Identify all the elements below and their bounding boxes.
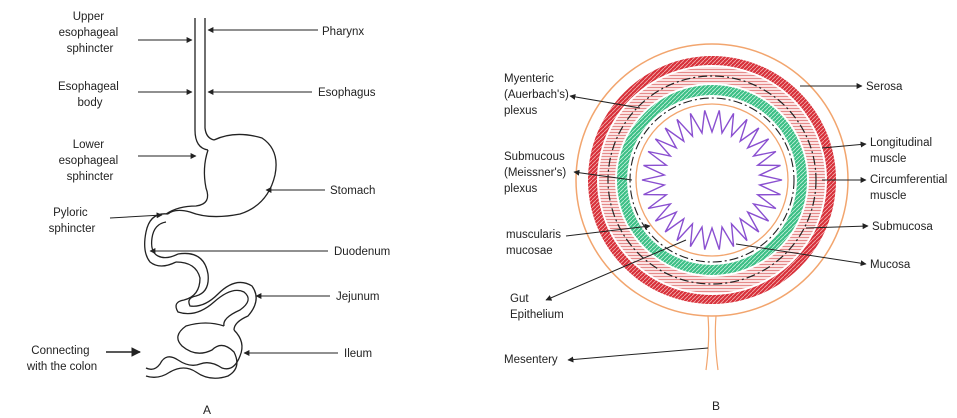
panel-a-letter: A <box>203 403 211 417</box>
label-serosa: Serosa <box>866 81 903 93</box>
label-esophageal-body: Esophageal body <box>58 81 122 109</box>
panel-a: Upper esophageal sphincter Esophageal bo… <box>26 11 390 417</box>
label-pharynx: Pharynx <box>322 26 364 38</box>
label-submucous-plexus: Submucous (Meissner's) plexus <box>504 151 569 195</box>
label-stomach: Stomach <box>330 185 375 197</box>
label-mucosa: Mucosa <box>870 259 911 271</box>
label-connecting-colon: Connecting with the colon <box>26 345 97 373</box>
label-myenteric-plexus: Myenteric (Auerbach's) plexus <box>504 73 572 117</box>
mesentery-stalk <box>706 316 718 370</box>
label-upper-sphincter: Upper esophageal sphincter <box>59 11 122 55</box>
label-duodenum: Duodenum <box>334 246 390 258</box>
arrow-mesentery <box>568 348 708 360</box>
label-jejunum: Jejunum <box>336 291 379 303</box>
label-muscularis-mucosae: muscularis mucosae <box>506 229 564 257</box>
gi-tract-outline <box>145 18 276 378</box>
panel-b-letter: B <box>712 399 720 413</box>
label-gut-epithelium: Gut Epithelium <box>510 293 564 321</box>
panel-b: Myenteric (Auerbach's) plexus Submucous … <box>504 44 951 413</box>
label-circumferential-muscle: Circumferential muscle <box>870 174 951 202</box>
label-ileum: Ileum <box>344 348 372 360</box>
label-esophagus: Esophagus <box>318 87 376 99</box>
label-longitudinal-muscle: Longitudinal muscle <box>870 137 935 165</box>
label-pyloric-sphincter: Pyloric sphincter <box>49 207 96 235</box>
mucosa-ring <box>636 104 788 256</box>
label-submucosa: Submucosa <box>872 221 933 233</box>
label-lower-sphincter: Lower esophageal sphincter <box>59 139 122 183</box>
label-mesentery: Mesentery <box>504 354 558 366</box>
